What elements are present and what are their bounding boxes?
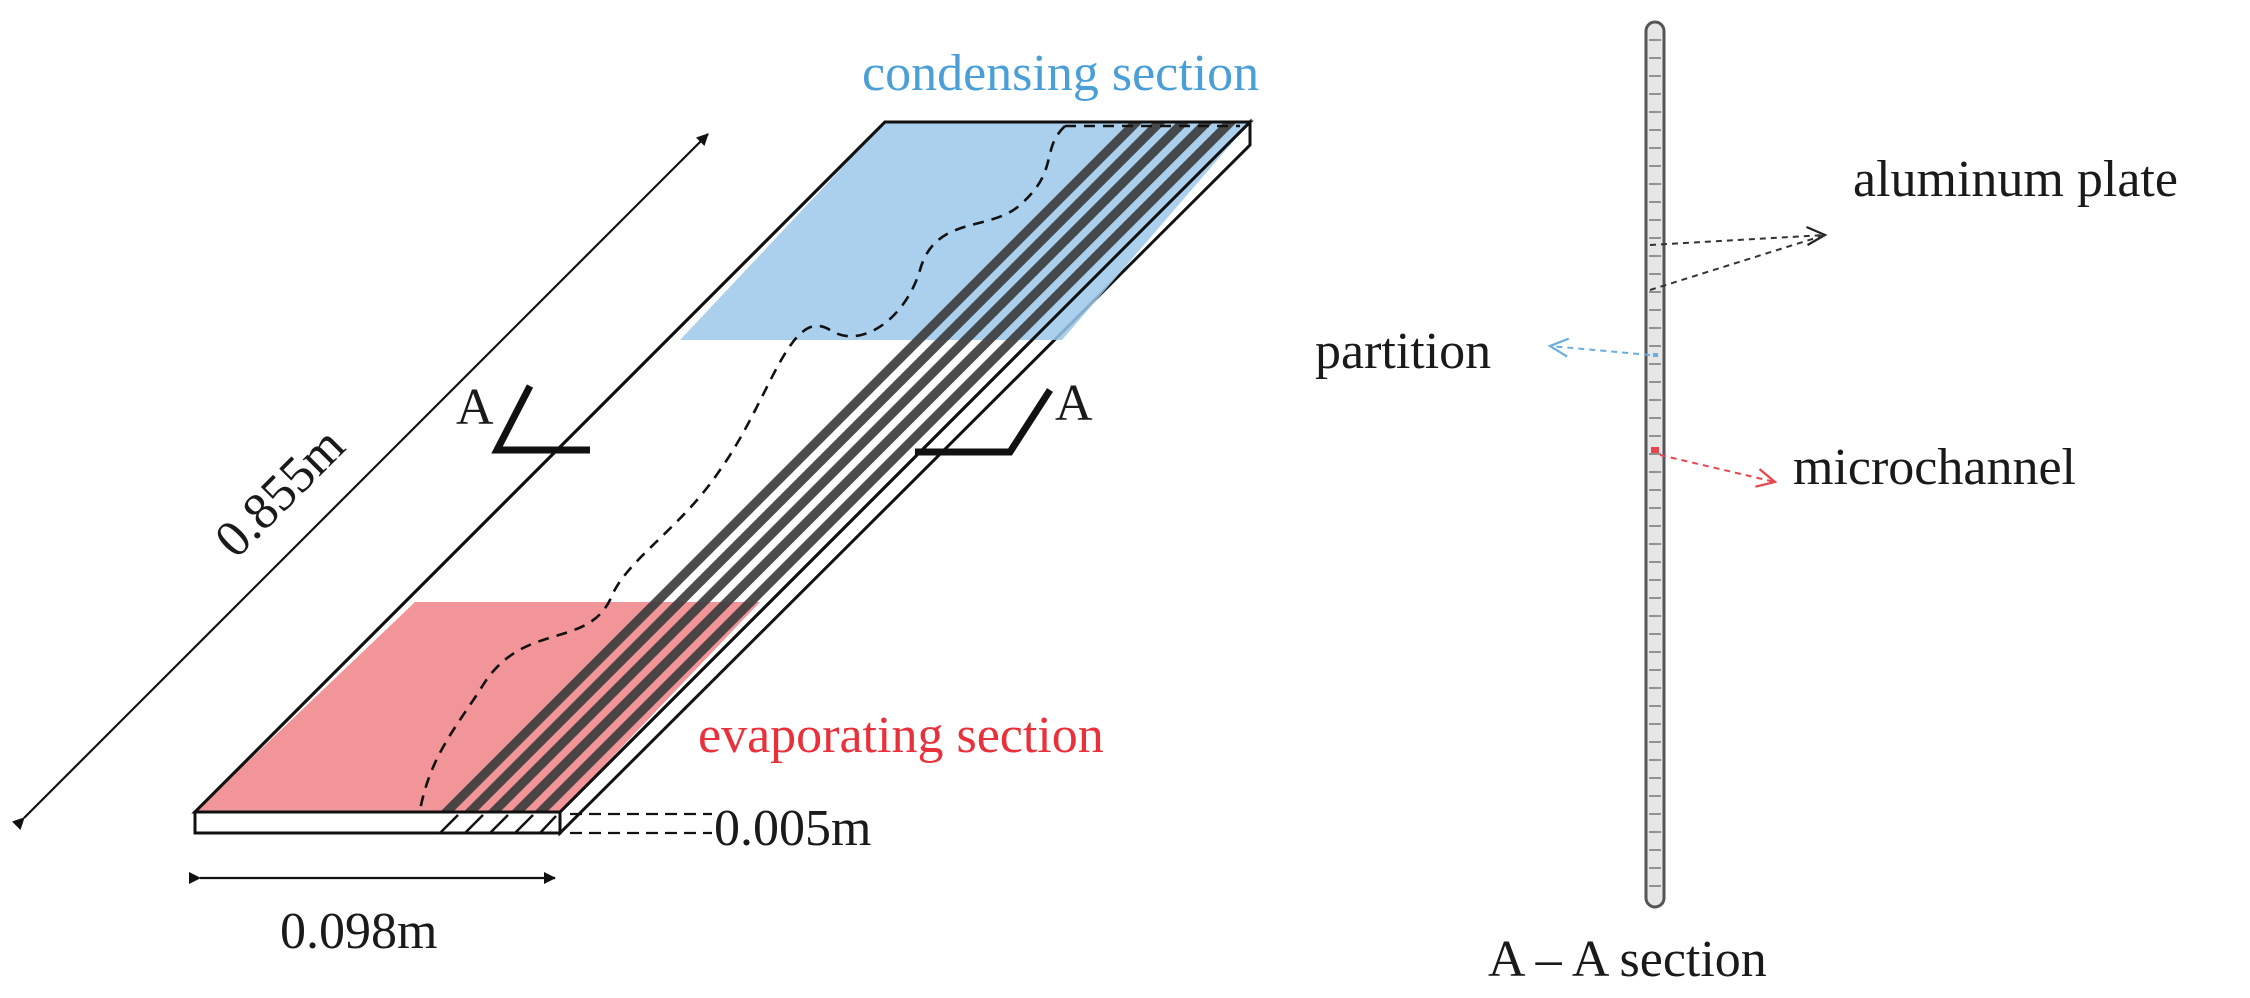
cut-marker-right: A xyxy=(915,375,1093,456)
cross-section-bar xyxy=(1644,20,1666,909)
thickness-label: 0.005m xyxy=(714,800,871,857)
aluminum-plate-callout: aluminum plate xyxy=(1649,151,2178,291)
partition-callout: partition xyxy=(1315,323,1651,380)
partition-label: partition xyxy=(1315,323,1491,380)
microchannel-label: microchannel xyxy=(1793,439,2076,496)
aluminum-plate-label: aluminum plate xyxy=(1853,151,2178,208)
plate-front-edge xyxy=(193,810,562,835)
condensing-section-label: condensing section xyxy=(862,45,1259,102)
thickness-dimension: 0.005m xyxy=(570,800,871,857)
channel-stripe xyxy=(534,122,1237,812)
length-label: 0.855m xyxy=(204,417,356,569)
width-dimension: 0.098m xyxy=(189,872,556,960)
evaporating-section-label: evaporating section xyxy=(698,707,1104,764)
cross-section-cells xyxy=(1649,39,1661,887)
cross-section-view xyxy=(1644,20,1666,909)
cut-marker-left-label: A xyxy=(456,379,494,436)
cross-section-title: A – A section xyxy=(1488,931,1767,988)
cut-marker-right-label: A xyxy=(1055,375,1093,432)
width-label: 0.098m xyxy=(280,903,437,960)
microchannel-callout: microchannel xyxy=(1659,439,2076,496)
cut-path xyxy=(418,125,1066,811)
